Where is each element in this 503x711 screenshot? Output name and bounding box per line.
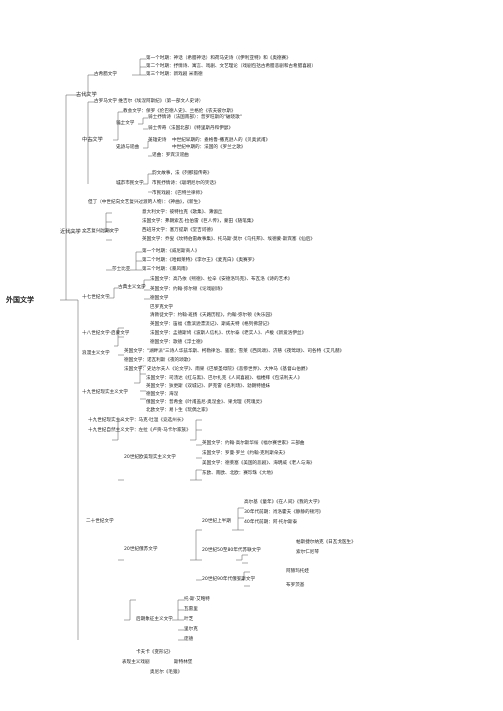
c19-modern: 十九世纪现实主义文学：马克·吐温《竞选州长》 bbox=[88, 418, 186, 423]
shakes-period-3: 第三个时期：《暴风雨》 bbox=[142, 267, 191, 272]
c18-england: 英国文学：笛福《鲁滨逊漂流记》、斯威夫特《格列佛游记》 bbox=[150, 322, 272, 327]
real-france: 法国文学：司汤达《红与黑》、巴尔扎克《人间喜剧》、福楼拜《包法利夫人》 bbox=[146, 376, 303, 381]
real-germany: 德国文学：海涅 bbox=[146, 392, 179, 397]
topic-realism: 十九世纪现实主义文学 bbox=[82, 390, 128, 395]
soviet-mid-2: 索尔仁尼琴 bbox=[296, 550, 319, 555]
c20-west-england: 英国文学：约翰·高尔斯华绥《福尔赛世家》三部曲 bbox=[202, 441, 305, 446]
heroic-epic-middle: 中世纪中期的：法国的《罗兰之歌》 bbox=[172, 145, 246, 150]
dante-node: 但丁（中世纪向文艺复兴过渡的人物）：《神曲》，《新生》 bbox=[88, 200, 203, 205]
post-symbolism-5: 庞德 bbox=[184, 637, 194, 642]
ren-italy: 意大利文学：彼特拉克《歌集》、薄伽丘 bbox=[142, 210, 223, 215]
c20-west-europe: 东欧、南欧、北欧：赛珍珠《大地》 bbox=[202, 471, 276, 476]
classic-england: 英国文学：约翰·弥尔顿《论戏剧诗》 bbox=[150, 287, 225, 292]
post-symbolism-3: 叶芝 bbox=[184, 617, 194, 622]
topic-romanticism: 浪漫主义文学 bbox=[82, 351, 110, 356]
post-symbolism-1: 托·斯·艾略特 bbox=[184, 597, 210, 602]
classic-germany: 德国文学 bbox=[150, 296, 169, 301]
classic-france: 法国文学：高乃依《熙德》、拉辛《安德洛玛克》、布瓦洛《诗的艺术》 bbox=[150, 277, 293, 282]
c18-france: 法国文学：孟德斯鸠《波斯人信札》、伏尔泰《老实人》、卢梭《新爱洛伊丝》 bbox=[150, 331, 307, 336]
expressionism-2: 斯特林堡 bbox=[174, 660, 193, 665]
baroque: 巴罗克文学 bbox=[150, 305, 173, 310]
c18-germany: 德国文学：歌德《浮士德》 bbox=[150, 340, 206, 345]
heroic-epic: 英雄史诗 bbox=[148, 138, 167, 143]
city-drama: 市民戏剧：《巴特兰律师》 bbox=[152, 191, 205, 196]
city-lyric: 市民抒情诗：《聪明尼尔的笑话》 bbox=[152, 181, 219, 186]
greek-period-2: 第二个时期：抒情诗、寓言、戏剧、文艺理论（戏剧包括古希腊悲剧和古希腊喜剧） bbox=[146, 64, 316, 69]
topic-greek-literature: 古希腊文学 bbox=[94, 72, 117, 77]
heroic-epic-early: 中世纪早期的：盎格鲁-撒克逊人的《贝奥武甫》 bbox=[172, 138, 271, 143]
topic-20c-soviet: 20世纪俄苏文学 bbox=[124, 547, 158, 552]
post-symbolism-2: 瓦雷里 bbox=[184, 607, 198, 612]
soviet-early: 20世纪上半期 bbox=[202, 519, 231, 524]
ren-france: 法国文学：弗朗索瓦·拉伯雷《巨人传》，蒙田《随笔集》 bbox=[142, 219, 257, 224]
topic-roman-literature: 古罗马文学 维吉尔《埃涅阿斯纪》（第一部文人史诗） bbox=[94, 99, 204, 104]
topic-18th-century: 十八世纪文学·启蒙文学 bbox=[82, 331, 130, 336]
topic-epic-ballad: 史诗与谣曲 bbox=[116, 145, 139, 150]
shakes-period-1: 第一个时期：《威尼斯商人》 bbox=[142, 249, 200, 254]
rom-germany: 德国文学：诺瓦利斯《夜的颂歌》 bbox=[124, 358, 193, 363]
expressionism-3: 奥尼尔《毛猿》 bbox=[150, 670, 183, 675]
c20-west-france: 法国文学：罗曼·罗兰《约翰·克利斯朵夫》 bbox=[202, 451, 288, 456]
topic-renaissance: 文艺复兴时期文学 bbox=[82, 229, 119, 234]
soviet-mid: 20世纪50至80年代苏联文学 bbox=[202, 548, 261, 553]
topic-classicism: 古典主义文学 bbox=[118, 285, 146, 290]
c19-naturalism: 十九世纪自然主义文学：左拉《卢贡-马卡尔家族》 bbox=[88, 428, 191, 433]
soviet-late-1: 阿赫玛托娃 bbox=[286, 569, 309, 574]
topic-ancient-literature: 古代文学 bbox=[76, 92, 97, 98]
topic-modern-literature: 近代文学 bbox=[60, 229, 81, 235]
ren-england: 英国文学：乔叟《坎特伯雷故事集》、托马斯·莫尔《乌托邦》、埃德蒙·斯宾塞《仙后》 bbox=[142, 237, 315, 242]
real-nordic: 北欧文学：易卜生《玩偶之家》 bbox=[146, 408, 211, 413]
topic-medieval-literature: 中古文学 bbox=[82, 137, 103, 143]
soviet-late-2: 布罗茨基 bbox=[286, 583, 305, 588]
topic-17th-century: 十七世纪文学 bbox=[82, 295, 110, 300]
topic-knight-literature: 骑士文学 bbox=[116, 121, 135, 126]
knight-lyric: 骑士抒情诗（法国南部）：普罗旺斯的"破晓歌" bbox=[148, 115, 242, 120]
church-literature: 教会文学：保罗《伦巴德人史》、兰格伦《农夫彼尔斯》 bbox=[123, 109, 236, 114]
ren-spain: 西班牙文学：塞万提斯《堂吉诃德》 bbox=[142, 228, 216, 233]
soviet-early-3: 40年代前期：阿·托尔斯泰 bbox=[244, 520, 298, 525]
soviet-late: 20世纪90年代俄罗斯文学 bbox=[202, 577, 256, 582]
puritan-literature: 清教徒文学：约翰·班扬《天路历程》，约翰·弥尔顿《失乐园》 bbox=[150, 313, 275, 318]
real-england: 英国文学：狄更斯《双城记》、萨克雷《名利场》、勃朗特姐妹 bbox=[146, 384, 271, 389]
greek-period-3: 第三个时期：新戏剧 米南德 bbox=[146, 72, 203, 77]
greek-period-1: 第一个时期：神话（希腊神话）和荷马史诗（《伊利亚特》和《奥德赛》 bbox=[146, 56, 291, 61]
soviet-early-1: 高尔基《童年》《在人间》《我的大学》 bbox=[244, 500, 323, 505]
rom-france: 法国文学：史达尔夫人《论文学》、雨果《巴黎圣母院》《悲惨世界》、大仲马《基督山伯… bbox=[124, 367, 311, 372]
topic-post-symbolism: 后期象征主义文学 bbox=[136, 617, 173, 622]
topic-city-literature: 城市市民文学 bbox=[116, 181, 144, 186]
post-symbolism-4: 里尔克 bbox=[184, 627, 198, 632]
soviet-mid-1: 帕斯捷尔纳克《日瓦戈医生》 bbox=[296, 540, 356, 545]
ballad: 谣曲：罗宾汉谣曲 bbox=[152, 153, 189, 158]
knight-romance: 骑士传奇（法国北部）《特里斯丹和伊瑟》 bbox=[148, 126, 233, 131]
real-russia: 俄国文学：普希金《叶甫盖尼·奥涅金》、果戈理《死魂灵》 bbox=[146, 400, 265, 405]
topic-shakespeare: 莎士比亚 bbox=[112, 267, 131, 272]
root-topic: 外国文学 bbox=[6, 296, 34, 304]
topic-20th-century: 二十世纪文学 bbox=[86, 519, 114, 524]
soviet-early-2: 30年代前期：肖洛霍夫《静静的顿河》 bbox=[244, 510, 324, 515]
topic-20c-western-realism: 20世纪欧美现实主义文学 bbox=[124, 455, 176, 460]
rom-england: 英国文学："湖畔派"三诗人华兹华斯、柯勒律治、骚塞；雪莱《西风颂》、济慈《夜莺颂… bbox=[124, 349, 345, 354]
city-verse-tale: 韵文故事，法《列那狐传奇》 bbox=[152, 171, 212, 176]
kafka-node: 卡夫卡《变形记》 bbox=[136, 650, 173, 655]
c20-west-america: 美国文学：德莱塞《美国的悲剧》、海明威《老人与海》 bbox=[202, 461, 315, 466]
shakes-period-2: 第二个时期：《哈姆莱特》《李尔王》《麦克白》《奥赛罗》 bbox=[142, 258, 257, 263]
topic-expressionism: 表现主义戏剧 bbox=[122, 660, 150, 665]
